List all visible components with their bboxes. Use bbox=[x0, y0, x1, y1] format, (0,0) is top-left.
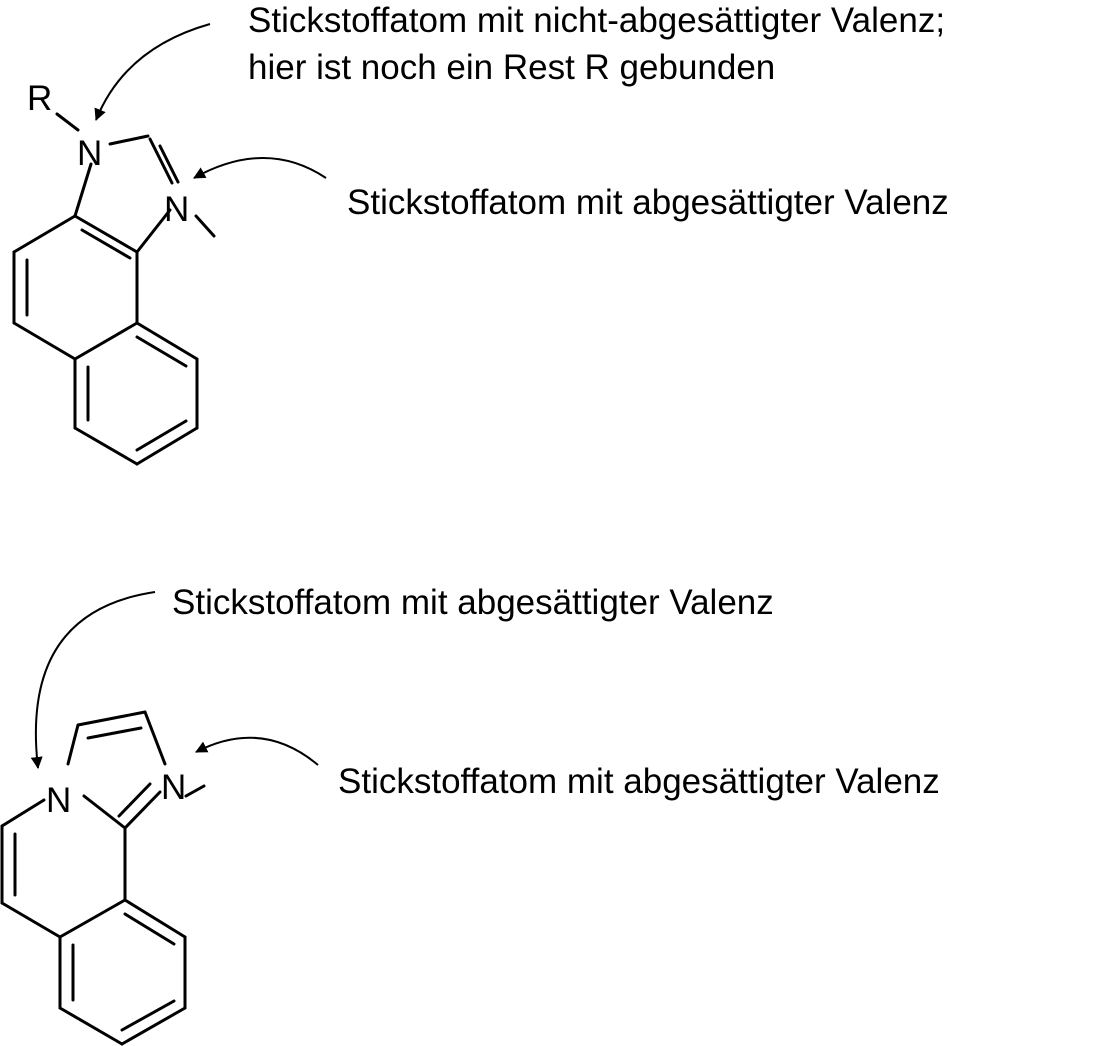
bottom-molecule-atoms: N N bbox=[46, 768, 186, 820]
atom-label-n-ring-bottom: N bbox=[161, 768, 186, 807]
bottom-annotations: Stickstoffatom mit abgesättigter Valenz … bbox=[172, 583, 940, 801]
atom-label-r: R bbox=[27, 79, 52, 118]
bond-c10a-c10-inner bbox=[125, 914, 174, 944]
annotation-bridgehead-nitrogen: Stickstoffatom mit abgesättigter Valenz bbox=[172, 583, 774, 622]
bond-n-bridge-c3 bbox=[68, 725, 78, 764]
bond-n1-c10b-inner bbox=[119, 784, 150, 816]
bond-c5a-c9a bbox=[75, 323, 137, 359]
bond-c9-c8-inner bbox=[122, 1001, 174, 1030]
arrow-to-substituted-nitrogen bbox=[96, 24, 210, 120]
atom-label-n-bridgehead: N bbox=[46, 781, 71, 820]
annotation-ring-nitrogen-top: Stickstoffatom mit abgesättigter Valenz bbox=[347, 183, 949, 222]
bond-c9a-c9-inner bbox=[137, 337, 186, 366]
arrow-to-bridgehead-nitrogen bbox=[36, 592, 155, 768]
bottom-molecule-bonds bbox=[2, 712, 204, 1044]
arrow-to-ring-nitrogen-bottom bbox=[196, 738, 318, 765]
annotation-substituted-nitrogen-line2: hier ist noch ein Rest R gebunden bbox=[248, 48, 775, 87]
bond-c6-c6a bbox=[2, 903, 60, 937]
bond-n1-methyl bbox=[196, 216, 214, 236]
bond-n-bridge-c10b bbox=[84, 796, 125, 828]
bond-n1-methyl bbox=[186, 786, 204, 796]
bond-r-n bbox=[57, 114, 78, 130]
bond-n-bridge-c5 bbox=[2, 800, 44, 826]
bond-c8-c7-inner bbox=[137, 421, 186, 450]
atom-label-n-substituted: N bbox=[77, 134, 102, 173]
bond-n3-c2 bbox=[110, 136, 148, 144]
arrow-to-ring-nitrogen-top bbox=[194, 158, 326, 178]
bond-c3a-c9b bbox=[75, 216, 137, 252]
annotation-ring-nitrogen-bottom: Stickstoffatom mit abgesättigter Valenz bbox=[338, 762, 940, 801]
bond-c3-c2-inner bbox=[88, 728, 141, 738]
atom-label-n-ring: N bbox=[164, 190, 189, 229]
top-molecule: R N N Stickstoffatom mit nicht-abgesätti… bbox=[14, 1, 949, 464]
bond-c8-c7 bbox=[60, 1008, 122, 1044]
bond-c2-n1 bbox=[145, 712, 165, 764]
bond-c7-c6 bbox=[75, 428, 137, 464]
bond-c3a-c4 bbox=[14, 216, 75, 252]
bottom-molecule: N N Stickstoffatom mit abgesättigter Val… bbox=[2, 583, 940, 1044]
bond-n1-c10b bbox=[125, 792, 160, 828]
top-molecule-bonds bbox=[14, 114, 214, 464]
bond-c5-c5a bbox=[14, 323, 75, 359]
annotation-substituted-nitrogen-line1: Stickstoffatom mit nicht-abgesättigter V… bbox=[248, 1, 945, 40]
bond-c6a-c10a bbox=[60, 900, 125, 937]
bond-c3-c2 bbox=[78, 712, 145, 725]
top-annotations: Stickstoffatom mit nicht-abgesättigter V… bbox=[248, 1, 949, 222]
